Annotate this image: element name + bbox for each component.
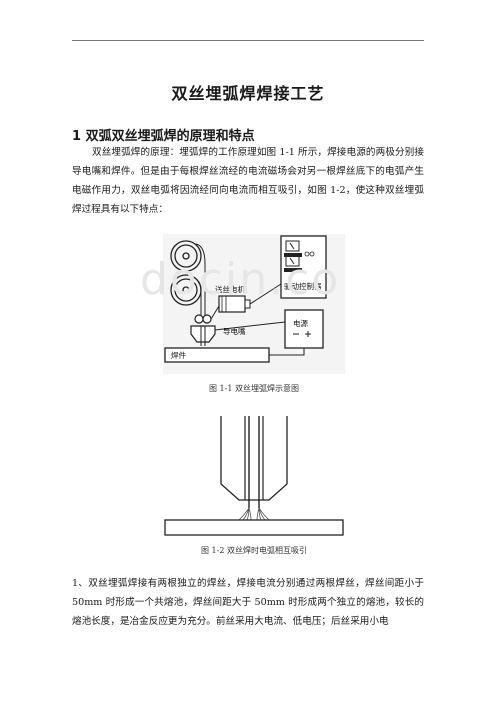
contact-tip xyxy=(190,325,216,343)
feed-roller-right xyxy=(202,314,212,324)
power-supply-box xyxy=(284,309,324,349)
section-heading: 1 双弧双丝埋弧焊的原理和特点 xyxy=(72,129,255,144)
figure-1-2-diagram xyxy=(164,416,344,536)
arc-left xyxy=(238,507,252,521)
twin-wire-torch xyxy=(220,416,288,501)
figure-1-1-diagram: 送丝电机 驱动控制器 电源 导电嘴 焊件 xyxy=(163,234,345,374)
figure-1-1-caption: 图 1-1 双丝埋弧焊示意图 xyxy=(209,384,299,393)
label-power-supply: 电源 xyxy=(293,318,308,328)
wire-reel-bottom xyxy=(170,274,202,306)
label-workpiece: 焊件 xyxy=(171,350,186,360)
feed-roller-left xyxy=(194,314,204,324)
arc-right xyxy=(256,507,270,521)
wire-reel-top xyxy=(170,240,202,272)
figure-1-2-caption: 图 1-2 双丝焊时电弧相互吸引 xyxy=(201,546,307,555)
watermark: docin.co xyxy=(140,254,341,305)
document-title: 双丝埋弧焊焊接工艺 xyxy=(171,84,325,103)
paragraph-feature-1: 1、双丝埋弧焊接有两根独立的焊丝，焊接电流分别通过两根焊丝，焊丝间距小于 50m… xyxy=(72,578,424,627)
header-rule xyxy=(72,40,424,41)
label-feed-motor: 送丝电机 xyxy=(215,284,245,294)
label-contact-tip: 导电嘴 xyxy=(223,326,246,336)
paragraph-principle: 双丝埋弧焊的原理：埋弧焊的工作原理如图 1-1 所示，焊接电源的两极分别接导电嘴… xyxy=(72,147,424,215)
label-drive-controller: 驱动控制器 xyxy=(284,281,322,291)
base-plate xyxy=(164,519,344,536)
